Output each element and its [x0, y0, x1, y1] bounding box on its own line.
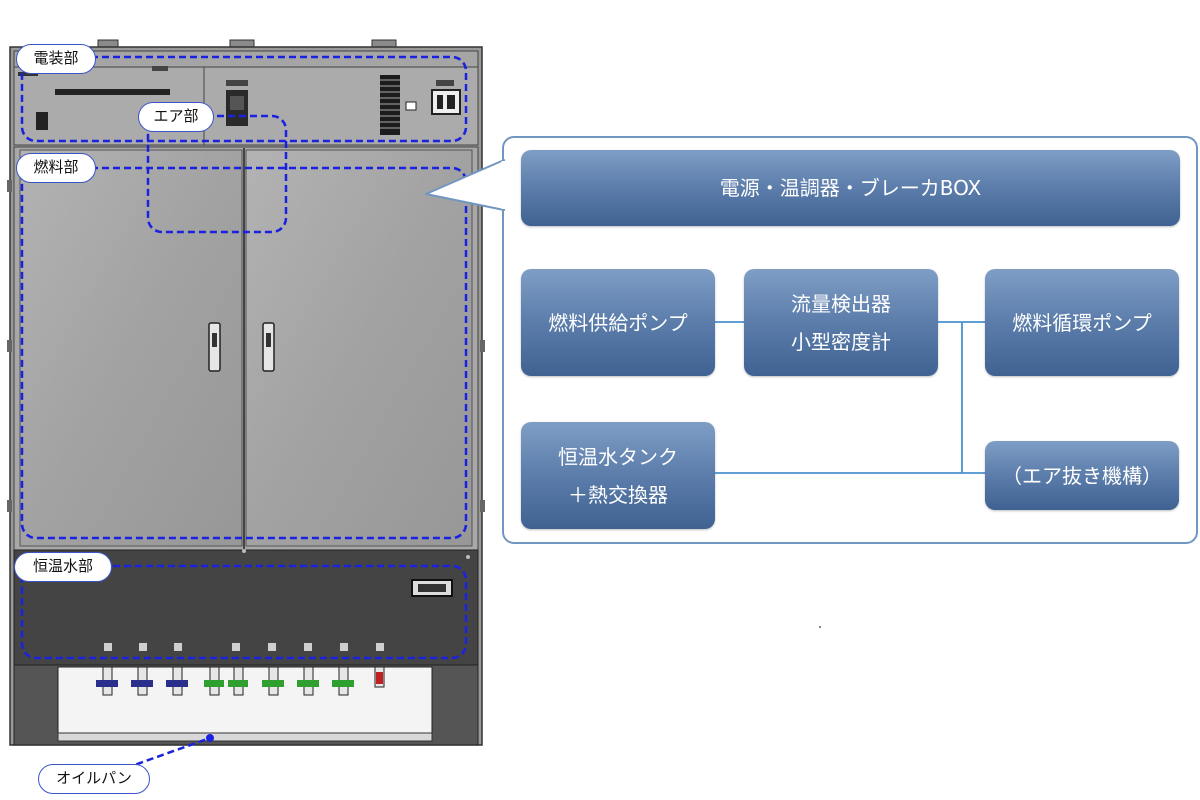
water-label: 恒温水部: [14, 552, 112, 582]
valve-area: [13, 664, 479, 746]
fuel-supply-pump-box: 燃料供給ポンプ: [521, 269, 715, 376]
heat-exchanger-label: ＋熱交換器: [568, 482, 668, 507]
air-outline: [146, 114, 288, 234]
air-vent-label: （エア抜き機構）: [1002, 463, 1162, 488]
electrical-section: [13, 50, 479, 146]
connector-lines: [714, 321, 985, 474]
fuel-circulation-pump-label: 燃料循環ポンプ: [1012, 310, 1152, 335]
oilpan-label: オイルパン: [38, 764, 150, 794]
oilpan-leader: [125, 736, 211, 770]
flow-detector-label: 流量検出器: [791, 291, 891, 316]
electrical-outline: [20, 55, 468, 143]
water-tank-box: 恒温水タンク ＋熱交換器: [521, 422, 715, 529]
density-meter-label: 小型密度計: [791, 329, 891, 354]
fuel-circulation-pump-box: 燃料循環ポンプ: [985, 269, 1179, 376]
fuel-outline: [20, 166, 468, 540]
water-outline: [20, 564, 468, 660]
fuel-section-doors: [7, 146, 485, 551]
stray-dot: [819, 626, 821, 628]
electrical-label: 電装部: [16, 44, 96, 74]
fuel-label: 燃料部: [16, 153, 96, 183]
power-box-label: 電源・温調器・ブレーカBOX: [719, 176, 982, 200]
flow-detector-box: 流量検出器 小型密度計: [744, 269, 938, 376]
water-tank-label: 恒温水タンク: [558, 444, 678, 469]
air-vent-box: （エア抜き機構）: [985, 441, 1179, 510]
power-box: 電源・温調器・ブレーカBOX: [521, 150, 1180, 226]
region-outlines: [20, 55, 468, 770]
fuel-supply-pump-label: 燃料供給ポンプ: [548, 310, 688, 335]
callout-pointer: [425, 159, 505, 211]
air-label: エア部: [138, 102, 214, 132]
